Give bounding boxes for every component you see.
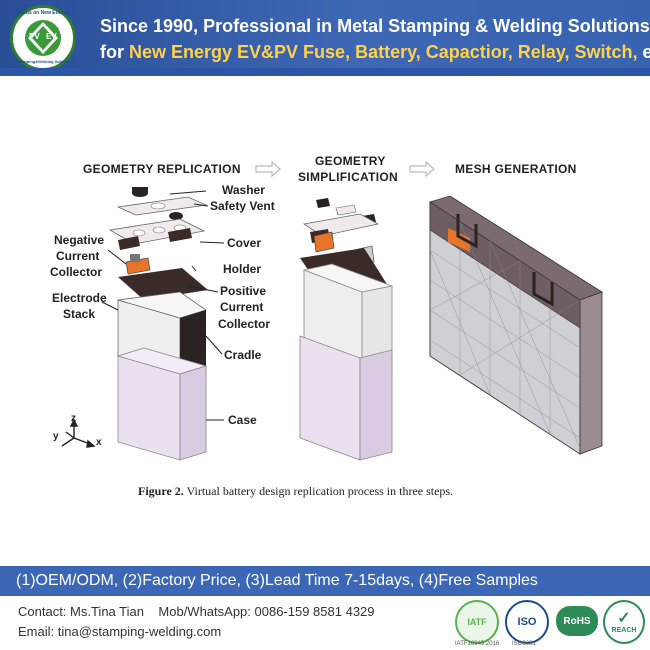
step-title-replication: GEOMETRY REPLICATION [83,162,241,176]
label-collector: Collector [50,265,103,279]
step-title-simplification: SIMPLIFICATION [298,170,398,184]
step-title-geometry: GEOMETRY [315,154,386,168]
holder-left [118,236,140,250]
case-side [179,365,207,461]
top-banner: PV EV Focus on New Energy Stamping&Weldi… [0,0,650,76]
logo-top-text: Focus on New Energy [17,10,69,16]
logo-left-text: PV [29,32,40,41]
label-positive: Positive [220,284,267,298]
banner-headline: Since 1990, Professional in Metal Stampi… [100,16,650,36]
logo-bottom-text: Stamping&Welding Solution [17,59,69,64]
figure-caption: Figure 2. Virtual battery design replica… [138,484,453,499]
label-current: Current [56,249,100,263]
mesh-side [579,291,603,455]
exploded-view [61,187,225,461]
cradle-top [118,268,208,300]
banner-subline-prefix: for [100,42,129,62]
label-washer: Washer [222,183,265,197]
axis-label-x: x [96,437,102,448]
mesh-orange-part [448,228,470,252]
logo-right-text: EV [46,32,57,41]
label-holder: Holder [223,262,262,276]
iatf-cert-sub: IATF16949:2016 [455,641,500,647]
axis-label-y: y [53,431,59,442]
axes-icon [61,418,96,448]
label-current-2: Current [220,300,264,314]
label-negative: Negative [54,233,105,247]
axis-label-z: z [71,413,76,424]
step-title-mesh: MESH GENERATION [455,162,577,176]
mesh-view [429,195,603,455]
caption-text: Virtual battery design replication proce… [183,484,454,498]
mesh-grid [429,221,581,449]
reach-label: REACH [611,626,637,634]
iatf-cert-badge: IATF [455,600,499,644]
holder-right [168,228,192,242]
label-collector-2: Collector [218,317,271,331]
offer-bar [0,566,650,596]
logo-emblem-icon [25,20,61,56]
simplified-negative-collector [313,231,335,253]
company-logo: PV EV Focus on New Energy Stamping&Weldi… [10,5,76,71]
banner-subline: for New Energy EV&PV Fuse, Battery, Capa… [100,42,650,63]
offer-text: (1)OEM/ODM, (2)Factory Price, (3)Lead Ti… [16,572,538,589]
label-cover: Cover [227,236,262,250]
label-case: Case [228,413,257,427]
simplified-view [299,198,394,461]
iso-cert-sub: ISO9001 [512,641,536,647]
simplified-case-front [299,335,361,461]
banner-subline-highlight: New Energy EV&PV Fuse, Battery, Capactio… [129,42,638,62]
label-stack: Stack [63,307,96,321]
reach-cert-badge: ✓ REACH [603,600,645,644]
mesh-cradle-band [429,201,581,329]
label-cradle: Cradle [224,348,262,362]
email-link[interactable]: Email: tina@stamping-welding.com [18,624,222,639]
iso-cert-badge: ISO [505,600,549,644]
rohs-cert-badge: RoHS [556,606,598,636]
step-arrow-2 [409,160,435,178]
label-safety-vent: Safety Vent [210,199,275,213]
contact-line: Contact: Ms.Tina Tian Mob/WhatsApp: 0086… [18,604,375,619]
step-arrow-1 [255,160,281,178]
check-icon: ✓ [617,609,631,627]
caption-label: Figure 2. [138,484,184,498]
electrode-stack-side [180,310,206,374]
banner-subline-suffix: etc. [642,42,650,62]
label-electrode: Electrode [52,291,107,305]
